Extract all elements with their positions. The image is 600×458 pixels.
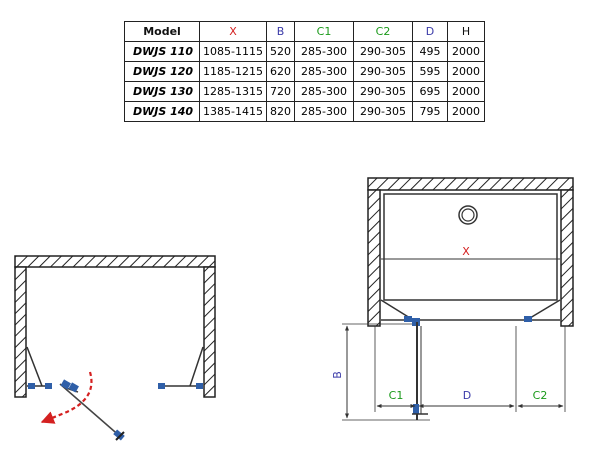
hinge-icon bbox=[68, 382, 79, 393]
hinge-icon bbox=[28, 383, 35, 389]
cell-d: 695 bbox=[412, 81, 448, 102]
swing-arrow-icon bbox=[40, 371, 93, 424]
right-plan-diagram: X B C1 D C2 bbox=[331, 177, 574, 421]
top-wall bbox=[367, 177, 574, 191]
right-fixed-panel bbox=[189, 346, 204, 387]
drain-icon bbox=[461, 208, 475, 222]
cell-model: DWJS 120 bbox=[124, 61, 200, 82]
right-wall bbox=[560, 189, 574, 327]
cell-c2: 290-305 bbox=[353, 101, 413, 122]
cell-c2: 290-305 bbox=[353, 61, 413, 82]
drain-icon bbox=[458, 205, 478, 225]
left-fixed-panel bbox=[26, 346, 43, 387]
hinge-icon bbox=[524, 316, 532, 322]
hinge-icon bbox=[45, 383, 52, 389]
cell-x: 1385-1415 bbox=[199, 101, 267, 122]
door-handle-icon bbox=[113, 429, 125, 441]
left-wall bbox=[367, 189, 381, 327]
cell-model: DWJS 140 bbox=[124, 101, 200, 122]
hinge-icon bbox=[196, 383, 203, 389]
hinge-icon bbox=[60, 379, 71, 390]
table-header-row: Model X B C1 C2 D H bbox=[124, 21, 485, 42]
cell-d: 495 bbox=[412, 41, 448, 62]
c2-label: C2 bbox=[533, 389, 548, 402]
table-row: DWJS 120 1185-1215 620 285-300 290-305 5… bbox=[124, 61, 485, 82]
left-fixed-panel bbox=[380, 299, 411, 319]
cell-b: 520 bbox=[266, 41, 295, 62]
door-handle-icon bbox=[115, 431, 125, 441]
cell-c1: 285-300 bbox=[294, 101, 354, 122]
cell-c1: 285-300 bbox=[294, 41, 354, 62]
cell-x: 1085-1115 bbox=[199, 41, 267, 62]
d-label: D bbox=[463, 389, 471, 402]
cell-model: DWJS 110 bbox=[124, 41, 200, 62]
left-wall bbox=[14, 266, 27, 398]
door-handle-icon bbox=[413, 404, 419, 414]
table-row: DWJS 140 1385-1415 820 285-300 290-305 7… bbox=[124, 101, 485, 122]
table-row: DWJS 130 1285-1315 720 285-300 290-305 6… bbox=[124, 81, 485, 102]
shower-tray bbox=[383, 193, 558, 301]
right-fixed-panel bbox=[529, 299, 561, 319]
top-wall bbox=[14, 255, 216, 268]
c1-label: C1 bbox=[389, 389, 404, 402]
hinge-icon bbox=[404, 316, 412, 322]
left-plan-diagram bbox=[14, 255, 216, 441]
cell-h: 2000 bbox=[447, 101, 485, 122]
hinge-icon bbox=[158, 383, 165, 389]
spec-table: Model X B C1 C2 D H DWJS 110 1085-1115 5… bbox=[124, 21, 485, 122]
right-wall bbox=[203, 266, 216, 398]
x-label: X bbox=[462, 245, 470, 258]
open-door-leaf bbox=[59, 383, 123, 439]
cell-b: 820 bbox=[266, 101, 295, 122]
cell-d: 795 bbox=[412, 101, 448, 122]
b-label: B bbox=[331, 371, 344, 379]
